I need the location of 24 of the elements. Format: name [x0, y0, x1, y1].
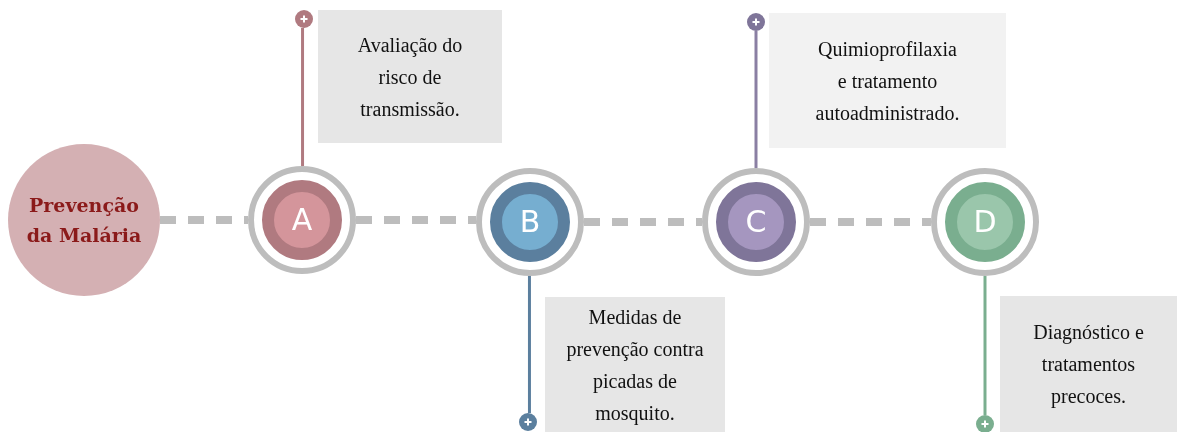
topic-title: Prevenção da Malária: [25, 193, 143, 248]
pin-line: [754, 31, 758, 168]
step-description: Medidas de prevenção contra picadas de mosquito.: [565, 304, 705, 427]
pin-dot: [747, 13, 765, 31]
dashed-connector: [584, 218, 702, 226]
pin-dot: [519, 413, 537, 431]
step-description: Quimioprofilaxia e tratamento autoadministrado.: [814, 36, 961, 126]
dashed-connector: [810, 218, 931, 226]
pin-line: [983, 276, 987, 415]
pin-line: [527, 276, 531, 413]
dashed-connector: [160, 216, 248, 224]
pin-dot: [976, 415, 994, 432]
step-description: Avaliação do risco de transmissão.: [356, 32, 464, 122]
marker-letter: B: [519, 207, 541, 237]
marker-letter: A: [291, 205, 313, 235]
dashed-connector: [356, 216, 476, 224]
text-box: [318, 10, 502, 143]
pin-dot: [295, 10, 313, 28]
text-box: [1000, 296, 1177, 432]
text-box: [545, 297, 725, 432]
marker-letter: D: [973, 207, 997, 237]
step-description: Diagnóstico e tratamentos precoces.: [1032, 320, 1145, 410]
pin-line: [301, 28, 305, 166]
marker-letter: C: [745, 207, 767, 237]
